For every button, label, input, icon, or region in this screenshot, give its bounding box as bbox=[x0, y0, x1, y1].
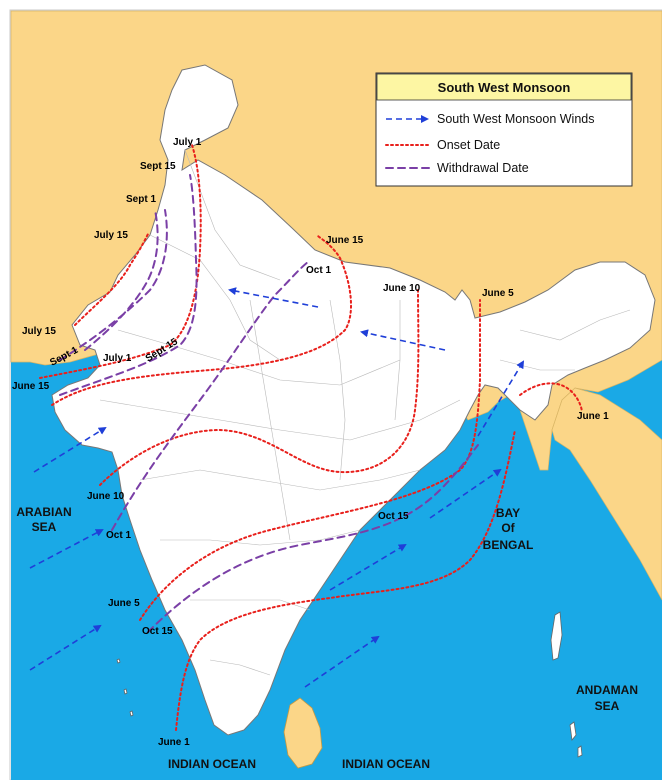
onset-line-june1-south bbox=[175, 429, 516, 731]
onset-label: June 15 bbox=[326, 235, 364, 246]
legend: South West Monsoon South West Monsoon Wi… bbox=[375, 72, 633, 187]
onset-label: July 15 bbox=[22, 326, 56, 337]
wind-arrow bbox=[429, 468, 502, 519]
sea-label-bay: BAY bbox=[496, 506, 520, 520]
legend-label-onset: Onset Date bbox=[437, 138, 500, 152]
onset-line-june5 bbox=[139, 299, 481, 621]
sea-label-andaman: SEA bbox=[595, 699, 620, 713]
andaman-islands bbox=[550, 611, 563, 661]
ocean-label-east: INDIAN OCEAN bbox=[342, 757, 430, 771]
onset-line-june10 bbox=[99, 289, 420, 486]
onset-label: June 1 bbox=[158, 737, 190, 748]
wind-arrow bbox=[477, 360, 525, 437]
onset-label: July 15 bbox=[94, 230, 128, 241]
wind-arrow bbox=[329, 543, 407, 591]
withdrawal-label: Oct 1 bbox=[106, 530, 131, 541]
withdrawal-line-oct1 bbox=[111, 261, 309, 531]
onset-label: June 15 bbox=[12, 381, 50, 392]
legend-label-withdrawal: Withdrawal Date bbox=[437, 161, 529, 175]
withdrawal-label: Oct 15 bbox=[142, 626, 173, 637]
ocean-label-west: INDIAN OCEAN bbox=[168, 757, 256, 771]
onset-date-labels: July 1 July 15 July 15 July 1 June 15 Ju… bbox=[12, 137, 609, 748]
legend-title: South West Monsoon bbox=[438, 80, 571, 95]
legend-label-winds: South West Monsoon Winds bbox=[437, 112, 594, 126]
wind-arrow bbox=[360, 329, 446, 351]
onset-lines bbox=[39, 144, 583, 731]
onset-label: June 5 bbox=[108, 598, 140, 609]
withdrawal-lines bbox=[59, 174, 479, 633]
onset-label: July 1 bbox=[103, 353, 132, 364]
onset-label: June 10 bbox=[383, 283, 421, 294]
onset-line-june15 bbox=[51, 235, 352, 406]
neighbor-land-east bbox=[551, 387, 662, 601]
map-inner-frame bbox=[9, 9, 662, 780]
withdrawal-line-sept15-a bbox=[59, 174, 198, 396]
sea-label-arabian: SEA bbox=[32, 520, 57, 534]
withdrawal-line-oct15 bbox=[147, 444, 479, 633]
sea-label-arabian: ARABIAN bbox=[16, 505, 71, 519]
sri-lanka bbox=[283, 697, 323, 769]
sea-label-bay: BENGAL bbox=[483, 538, 534, 552]
wind-arrow bbox=[304, 635, 380, 688]
onset-label: July 1 bbox=[173, 137, 202, 148]
sea-label-bay: Of bbox=[501, 521, 515, 535]
onset-label: June 10 bbox=[87, 491, 125, 502]
withdrawal-line-sept1 bbox=[84, 209, 159, 351]
onset-label: June 1 bbox=[577, 411, 609, 422]
wind-arrow bbox=[228, 287, 319, 308]
withdrawal-label: Sept 15 bbox=[140, 161, 176, 172]
sea-label-andaman: ANDAMAN bbox=[576, 683, 638, 697]
onset-line-july1 bbox=[39, 144, 202, 379]
withdrawal-label: Oct 1 bbox=[306, 265, 331, 276]
legend-header bbox=[376, 73, 632, 101]
wind-arrow bbox=[33, 426, 107, 473]
withdrawal-label: Sept 1 bbox=[126, 194, 156, 205]
state-boundaries bbox=[99, 149, 631, 676]
wind-arrow bbox=[29, 624, 102, 671]
sea-labels: ARABIAN SEA BAY Of BENGAL ANDAMAN SEA IN… bbox=[16, 505, 638, 771]
withdrawal-label: Oct 15 bbox=[378, 511, 409, 522]
lakshadweep-islands bbox=[116, 658, 134, 717]
onset-line-july15 bbox=[74, 233, 149, 326]
onset-line-june1-ne bbox=[519, 382, 583, 413]
wind-arrows bbox=[29, 287, 525, 688]
withdrawal-line-sept15-b bbox=[59, 209, 168, 361]
nicobar-islands bbox=[569, 721, 583, 758]
onset-label: June 5 bbox=[482, 288, 514, 299]
wind-arrow bbox=[29, 529, 104, 569]
